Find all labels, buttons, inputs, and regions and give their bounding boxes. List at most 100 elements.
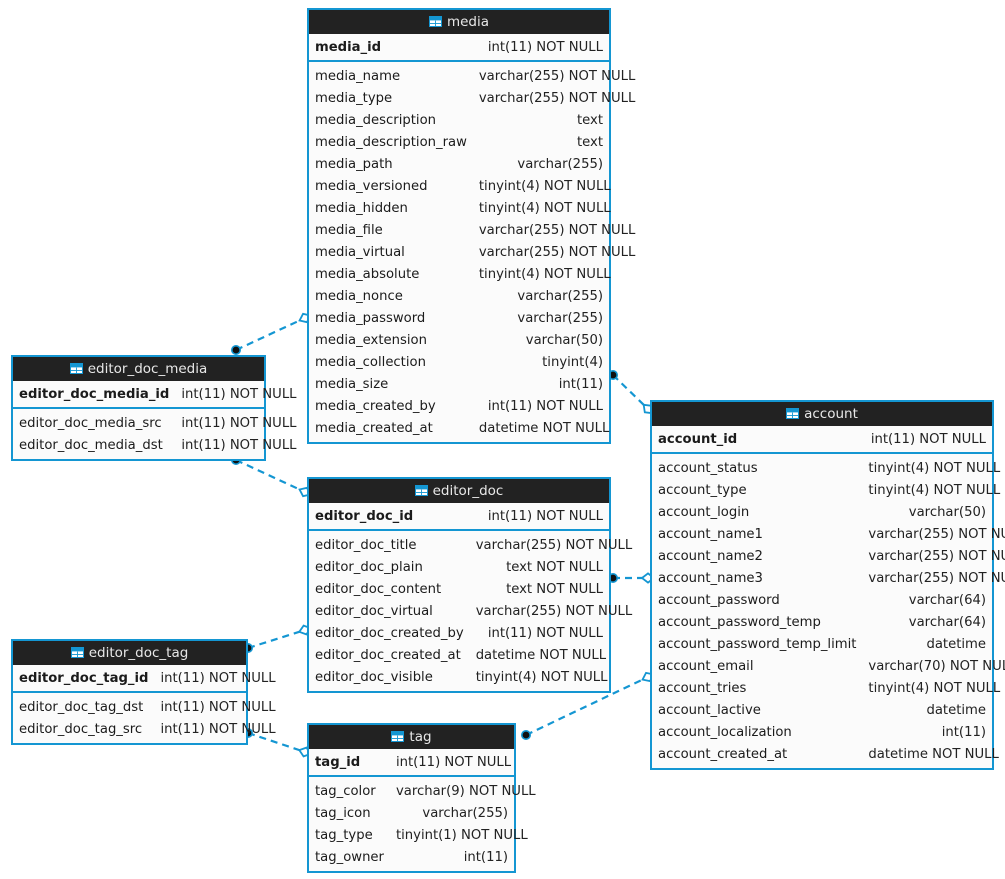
table-title: media xyxy=(446,14,490,30)
column-name: account_password_temp xyxy=(658,614,821,630)
column-name: tag_id xyxy=(315,754,361,770)
column-type: int(11) xyxy=(558,376,603,392)
column-name: account_name3 xyxy=(658,570,763,586)
column-type: datetime NOT NULL xyxy=(475,647,607,663)
column-name: media_created_by xyxy=(315,398,436,414)
column-name: media_created_at xyxy=(315,420,433,436)
column-name: account_id xyxy=(658,431,738,447)
column-type: varchar(255) xyxy=(517,288,603,304)
column-name: account_login xyxy=(658,504,750,520)
table-title: account xyxy=(804,406,858,422)
column-name: editor_doc_media_src xyxy=(19,415,162,431)
column-type: int(11) NOT NULL xyxy=(181,437,297,453)
table-icon xyxy=(428,11,442,27)
relationship-editor_doc_media-to-media xyxy=(231,312,312,355)
column-name: media_size xyxy=(315,376,389,392)
table-title: editor_doc_media xyxy=(87,361,208,377)
column-type: int(11) NOT NULL xyxy=(487,398,603,414)
column-row[interactable]: media_created_by int(11) NOT NULL xyxy=(309,395,609,417)
table-title: editor_doc_tag xyxy=(88,645,189,661)
column-type: varchar(255) NOT NULL xyxy=(475,603,633,619)
table-header-tag: tag xyxy=(309,725,514,749)
column-type: text xyxy=(576,134,603,150)
column-name: tag_owner xyxy=(315,849,384,865)
table-title: editor_doc xyxy=(432,483,504,499)
column-name: media_extension xyxy=(315,332,427,348)
table-header-media: media xyxy=(309,10,609,34)
column-type: varchar(255) NOT NULL xyxy=(475,537,633,553)
column-type: int(11) NOT NULL xyxy=(181,415,297,431)
column-name: tag_color xyxy=(315,783,376,799)
column-row[interactable]: editor_doc_media_src int(11) NOT NULL xyxy=(13,412,297,434)
column-name: editor_doc_content xyxy=(315,581,442,597)
column-type: int(11) NOT NULL xyxy=(487,39,603,55)
column-name: editor_doc_tag_dst xyxy=(19,699,144,715)
column-type: tinyint(4) NOT NULL xyxy=(868,680,1001,696)
column-name: account_type xyxy=(658,482,747,498)
column-type: int(11) NOT NULL xyxy=(487,508,603,524)
column-row[interactable]: media_size int(11) xyxy=(309,373,609,395)
column-type: varchar(255) NOT NULL xyxy=(478,222,636,238)
